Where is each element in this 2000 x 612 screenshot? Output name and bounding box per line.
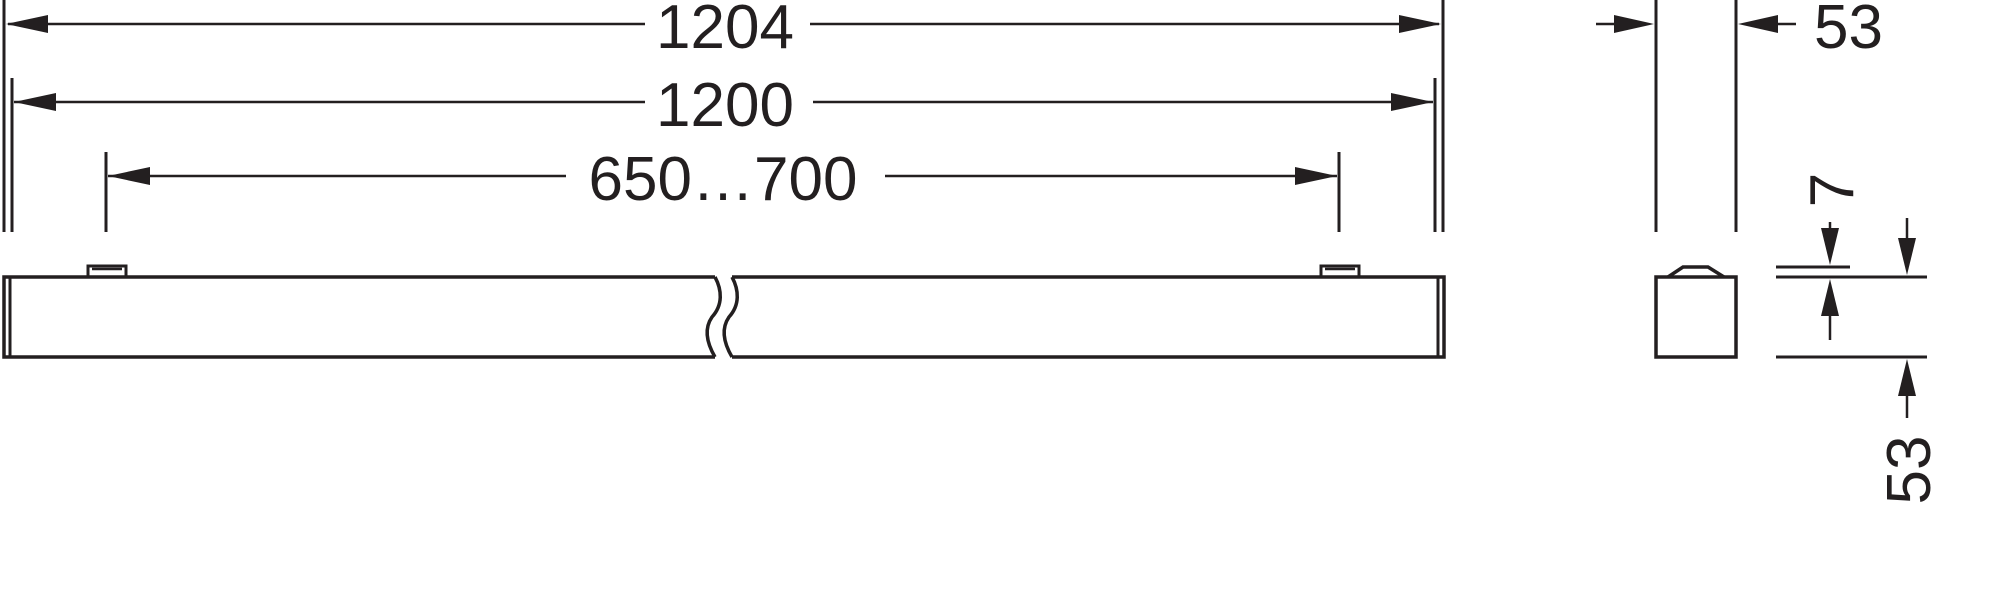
arrow-right — [1399, 15, 1441, 33]
arrow-left — [1738, 15, 1778, 33]
dim-body-length: 1200 — [14, 71, 1433, 140]
arrow-right — [1391, 93, 1433, 111]
arrow-right — [1614, 15, 1654, 33]
profile-body — [1654, 275, 1738, 359]
dim-overall-length: 1204 — [6, 0, 1441, 62]
side-view: 53 7 53 — [1596, 0, 1944, 504]
arrow-up — [1898, 359, 1916, 396]
mount-clip-right — [1319, 264, 1361, 279]
mount-clip-left — [86, 264, 128, 279]
arrow-left — [6, 15, 48, 33]
dim-label-height: 53 — [1875, 436, 1944, 505]
dim-label-width: 53 — [1814, 0, 1883, 62]
arrow-down — [1898, 238, 1916, 275]
profile-clip — [1667, 265, 1725, 279]
arrow-left — [14, 93, 56, 111]
dim-clip-height: 7 — [1798, 173, 1867, 340]
arrow-right — [1295, 167, 1337, 185]
dim-label-650-700: 650…700 — [589, 145, 858, 214]
profile-cross-section — [1654, 265, 1738, 359]
arrow-down — [1821, 228, 1839, 265]
dim-label-1204: 1204 — [656, 0, 794, 62]
dim-mount-spacing: 650…700 — [108, 145, 1337, 214]
arrow-up — [1821, 279, 1839, 316]
dim-label-clip-height: 7 — [1798, 173, 1867, 207]
dim-width: 53 — [1596, 0, 1883, 62]
luminaire-body-front — [2, 264, 1446, 359]
dim-height: 53 — [1875, 218, 1944, 504]
arrow-left — [108, 167, 150, 185]
break-line-right — [722, 276, 739, 358]
front-view: 1204 1200 650…700 — [2, 0, 1446, 359]
break-line-left — [705, 276, 722, 358]
dim-label-1200: 1200 — [656, 71, 794, 140]
